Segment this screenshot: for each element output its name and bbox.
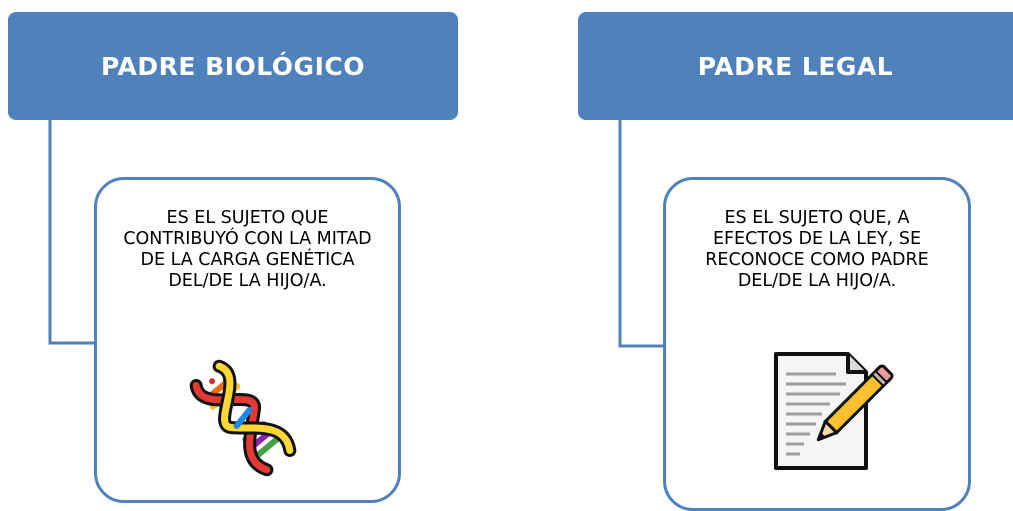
header-label: PADRE LEGAL (697, 51, 894, 81)
card-padre-legal: ES EL SUJETO QUE, A EFECTOS DE LA LEY, S… (663, 177, 971, 511)
header-label: PADRE BIOLÓGICO (101, 51, 365, 81)
dna-icon (189, 359, 297, 477)
card-padre-biologico: ES EL SUJETO QUE CONTRIBUYÓ CON LA MITAD… (94, 177, 401, 503)
header-padre-legal: PADRE LEGAL (578, 12, 1013, 120)
memo-pencil-icon (774, 352, 894, 470)
card-description: ES EL SUJETO QUE CONTRIBUYÓ CON LA MITAD… (123, 208, 372, 291)
header-padre-biologico: PADRE BIOLÓGICO (8, 12, 458, 120)
card-description: ES EL SUJETO QUE, A EFECTOS DE LA LEY, S… (705, 208, 929, 291)
